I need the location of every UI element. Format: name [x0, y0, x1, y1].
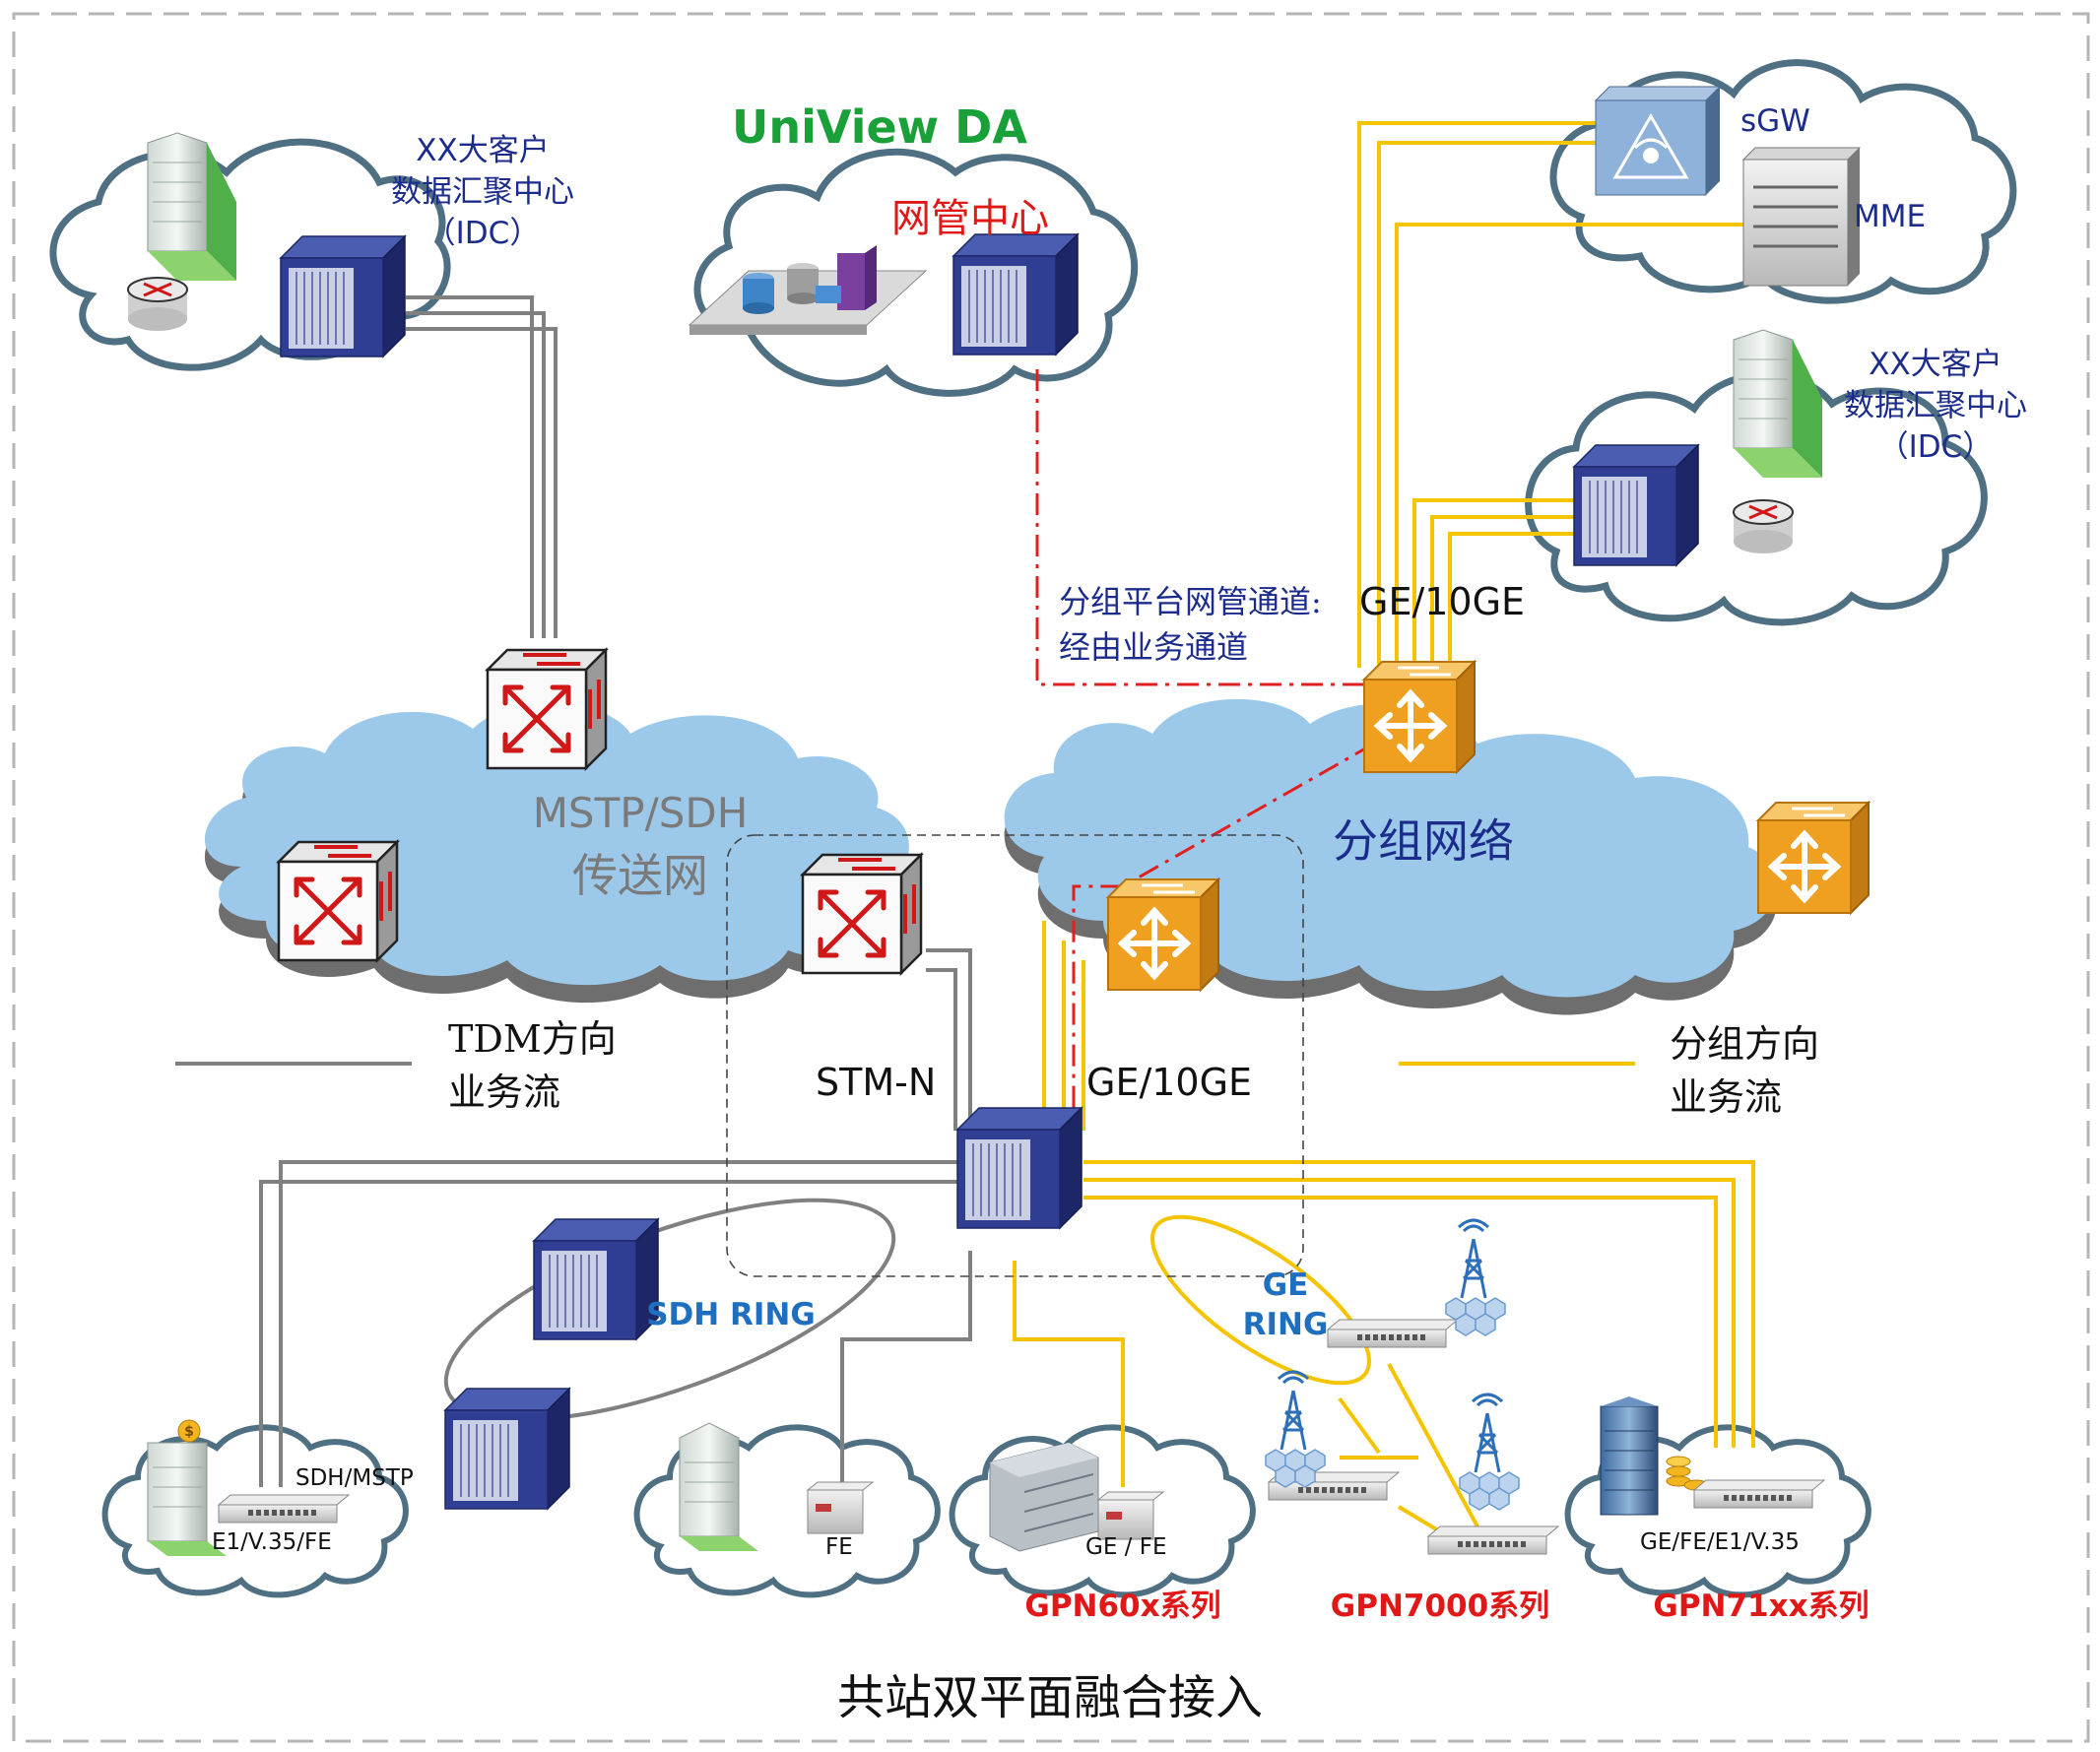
outer-border [12, 12, 2090, 1743]
chassis-icon [956, 1107, 1083, 1229]
idc-left-line1: XX大客户 [416, 133, 549, 168]
idc-left-line2: 数据汇聚中心 [391, 174, 574, 210]
idc-left-line3: （IDC） [426, 216, 541, 251]
sgw-icon [1594, 86, 1722, 196]
mme-label: MME [1854, 199, 1926, 234]
chassis-icon [533, 1218, 659, 1340]
mgmt-links [1035, 369, 1384, 1131]
sdh-switch-icon [803, 855, 921, 973]
packet-flow-line1: 分组方向 [1670, 1022, 1819, 1066]
gpn-device-icon [806, 1481, 875, 1534]
gpn60x-series-label: GPN60x系列 [1024, 1589, 1220, 1624]
idc-right-line1: XX大客户 [1869, 347, 2002, 382]
building-icon [989, 1442, 1099, 1552]
ge-10ge-top-label: GE/10GE [1359, 580, 1525, 623]
ge-ring-line2: RING [1243, 1307, 1329, 1342]
tdm-links [259, 295, 972, 1517]
gpn-device-icon [1096, 1491, 1165, 1540]
gpn-device-icon [1327, 1319, 1459, 1348]
server-rack-icon [688, 245, 928, 335]
transport-net-label: 传送网 [572, 849, 708, 902]
mstp-sdh-label: MSTP/SDH [533, 789, 749, 837]
nms-center-label: 网管中心 [891, 196, 1049, 241]
stm-n-label: STM-N [816, 1061, 936, 1104]
building-icon [147, 132, 236, 281]
coins-icon [1666, 1456, 1709, 1491]
sdh-mstp-label: SDH/MSTP [295, 1465, 414, 1491]
gpn7000-series-label: GPN7000系列 [1331, 1589, 1549, 1624]
ge-10ge-mid-label: GE/10GE [1086, 1061, 1252, 1104]
gpn-device-icon [218, 1494, 350, 1524]
ge-ring-line1: GE [1263, 1267, 1309, 1303]
tdm-flow-line2: 业务流 [448, 1071, 560, 1114]
idc-right-line3: （IDC） [1878, 429, 1994, 465]
sdh-switch-icon [488, 650, 606, 768]
router-icon [1732, 498, 1795, 555]
ge-ring [1150, 1214, 1371, 1386]
idc-right-line2: 数据汇聚中心 [1844, 388, 2027, 423]
ge-fe-label: GE / FE [1085, 1534, 1167, 1560]
diagram-caption: 共站双平面融合接入 [837, 1670, 1263, 1725]
chassis-icon [444, 1388, 570, 1510]
router-icon [126, 276, 189, 333]
gpn71xx-series-label: GPN71xx系列 [1653, 1589, 1869, 1624]
mme-icon [1741, 147, 1862, 287]
mgmt-channel-line1: 分组平台网管通道: [1059, 583, 1322, 620]
gpn-device-icon [1427, 1525, 1559, 1555]
gpn-device-icon [1693, 1479, 1825, 1509]
mgmt-channel-line2: 经由业务通道 [1059, 628, 1248, 666]
sgw-label: sGW [1740, 103, 1810, 139]
building-icon [1600, 1396, 1659, 1516]
sdh-ring-label: SDH RING [646, 1297, 816, 1332]
sdh-switch-icon [279, 842, 397, 960]
fe-label: FE [825, 1534, 853, 1560]
packet-network-label: 分组网络 [1333, 814, 1514, 868]
building-icon [1733, 329, 1822, 478]
chassis-icon [952, 233, 1079, 356]
packet-flow-line2: 业务流 [1670, 1075, 1782, 1119]
building-icon: $ [147, 1419, 227, 1556]
chassis-icon [280, 235, 406, 357]
packet-router-icon [1364, 662, 1475, 772]
svg-text:$: $ [184, 1424, 194, 1440]
building-icon [679, 1422, 758, 1551]
packet-links [1013, 121, 1755, 1538]
tdm-flow-line1: TDM方向 [448, 1017, 617, 1061]
packet-router-icon [1108, 879, 1218, 990]
uniview-title: UniView DA [732, 100, 1027, 154]
packet-router-icon [1758, 803, 1869, 913]
e1-v35-fe-label: E1/V.35/FE [212, 1529, 332, 1555]
co-site-box [726, 834, 1304, 1277]
ge-fe-e1-v35-label: GE/FE/E1/V.35 [1640, 1529, 1800, 1555]
chassis-icon [1573, 444, 1699, 566]
